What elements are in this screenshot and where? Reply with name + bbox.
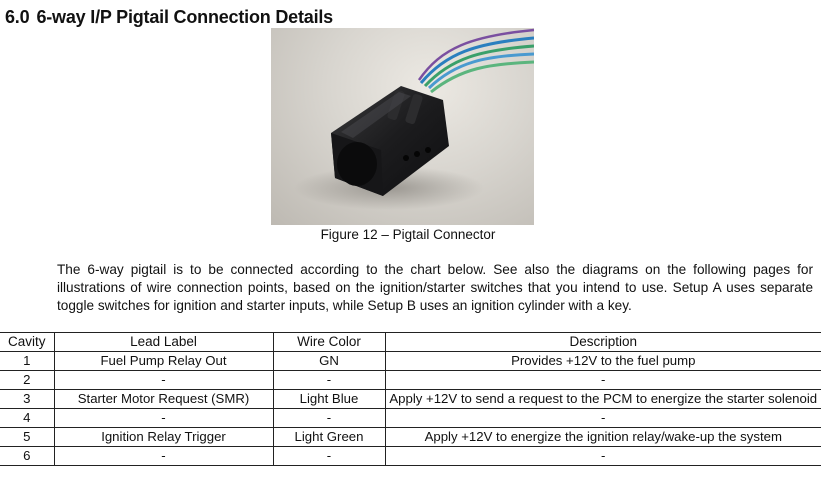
cell-lead-label: - [53, 370, 274, 390]
cell-description: Provides +12V to the fuel pump [384, 351, 821, 371]
cell-description: Apply +12V to energize the ignition rela… [384, 427, 821, 447]
cell-wire-color: - [272, 446, 386, 466]
cell-cavity: 1 [0, 351, 55, 371]
cell-wire-color: - [272, 408, 386, 428]
cell-cavity: 6 [0, 446, 55, 466]
table-header-row: Cavity Lead Label Wire Color Description [0, 332, 821, 352]
intro-paragraph: The 6-way pigtail is to be connected acc… [57, 262, 813, 313]
cell-cavity: 5 [0, 427, 55, 447]
section-number: 6.0 [5, 7, 30, 27]
cell-description: - [384, 370, 821, 390]
table-row: 2 - - - [0, 370, 821, 390]
cell-cavity: 4 [0, 408, 55, 428]
figure-caption: Figure 12 – Pigtail Connector [320, 227, 496, 242]
table-row: 1 Fuel Pump Relay Out GN Provides +12V t… [0, 351, 821, 371]
table-row: 6 - - - [0, 446, 821, 466]
cell-cavity: 3 [0, 389, 55, 409]
cell-lead-label: - [53, 446, 274, 466]
cell-wire-color: GN [272, 351, 386, 371]
cell-lead-label: - [53, 408, 274, 428]
column-header-description: Description [384, 332, 821, 352]
cell-cavity: 2 [0, 370, 55, 390]
column-header-cavity: Cavity [0, 332, 55, 352]
table-row: 3 Starter Motor Request (SMR) Light Blue… [0, 389, 821, 409]
table-row: 4 - - - [0, 408, 821, 428]
section-title: 6-way I/P Pigtail Connection Details [36, 7, 333, 27]
cell-wire-color: Light Green [272, 427, 386, 447]
cell-wire-color: Light Blue [272, 389, 386, 409]
cell-description: - [384, 408, 821, 428]
cell-description: - [384, 446, 821, 466]
table-row: 5 Ignition Relay Trigger Light Green App… [0, 427, 821, 447]
section-heading: 6.0 6-way I/P Pigtail Connection Details [5, 7, 333, 28]
cell-lead-label: Fuel Pump Relay Out [53, 351, 274, 371]
cell-lead-label: Starter Motor Request (SMR) [53, 389, 274, 409]
column-header-lead-label: Lead Label [53, 332, 274, 352]
pinout-table: Cavity Lead Label Wire Color Description… [0, 332, 821, 466]
pigtail-connector-photo [271, 28, 534, 225]
cell-lead-label: Ignition Relay Trigger [53, 427, 274, 447]
column-header-wire-color: Wire Color [272, 332, 386, 352]
cell-description: Apply +12V to send a request to the PCM … [384, 389, 821, 409]
cell-wire-color: - [272, 370, 386, 390]
